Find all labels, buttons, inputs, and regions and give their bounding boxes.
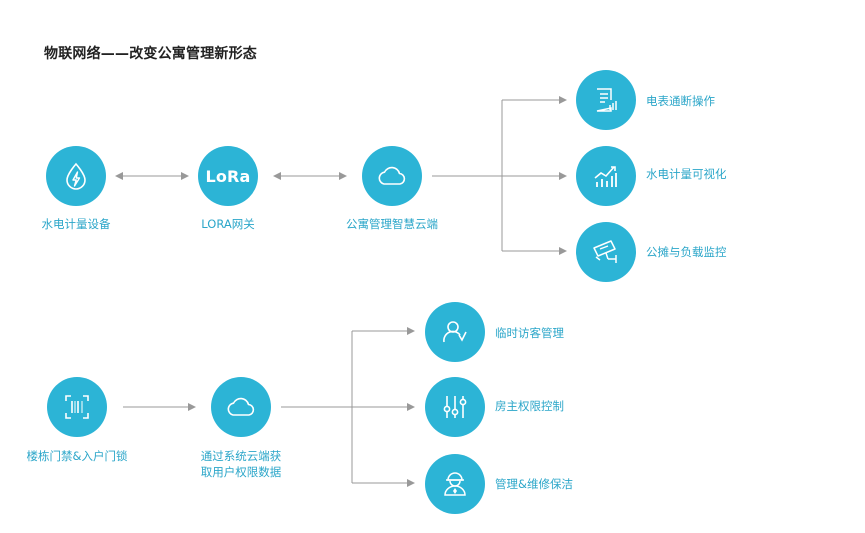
lora-gateway-label: LORA网关: [201, 217, 255, 231]
chart-trend-icon: [594, 166, 617, 187]
cloud-icon: [227, 397, 255, 416]
cloud-icon: [378, 166, 406, 185]
cloud-node-1: [362, 146, 422, 206]
maintenance-label: 管理&维修保洁: [495, 477, 573, 491]
cloud-label-2: 通过系统云端获 取用户权限数据: [201, 448, 282, 480]
load-monitor-label: 公摊与负载监控: [646, 245, 727, 259]
scan-icon: [65, 395, 89, 419]
load-monitor-node: [576, 222, 636, 282]
cloud-label-2-line2: 取用户权限数据: [200, 465, 282, 479]
cloud-label-1: 公寓管理智慧云端: [346, 217, 438, 231]
meter-switch-label: 电表通断操作: [646, 94, 715, 108]
page-title: 物联网络——改变公寓管理新形态: [44, 46, 257, 62]
visitor-label: 临时访客管理: [495, 326, 564, 340]
maintenance-node: [425, 454, 485, 514]
visitor-node: [425, 302, 485, 362]
worker-icon: [444, 472, 466, 496]
visualization-label: 水电计量可视化: [646, 167, 727, 181]
cloud-label-2-line1: 通过系统云端获: [200, 449, 282, 463]
water-meter-node: [46, 146, 106, 206]
owner-permission-node: [425, 377, 485, 437]
visualization-node: [576, 146, 636, 206]
owner-permission-label: 房主权限控制: [495, 399, 564, 413]
surveillance-camera-icon: [593, 240, 617, 263]
meter-report-icon: [596, 88, 617, 112]
cloud-node-2: [211, 377, 271, 437]
visitor-user-icon: [443, 321, 467, 343]
meter-switch-node: [576, 70, 636, 130]
access-control-node: [47, 377, 107, 437]
sliders-icon: [443, 396, 467, 418]
access-control-label: 楼栋门禁&入户门锁: [26, 449, 128, 463]
water-lightning-icon: [66, 162, 86, 190]
lora-gateway-node: LoRa: [198, 146, 258, 206]
lora-badge: LoRa: [205, 166, 251, 186]
water-meter-label: 水电计量设备: [41, 217, 111, 231]
